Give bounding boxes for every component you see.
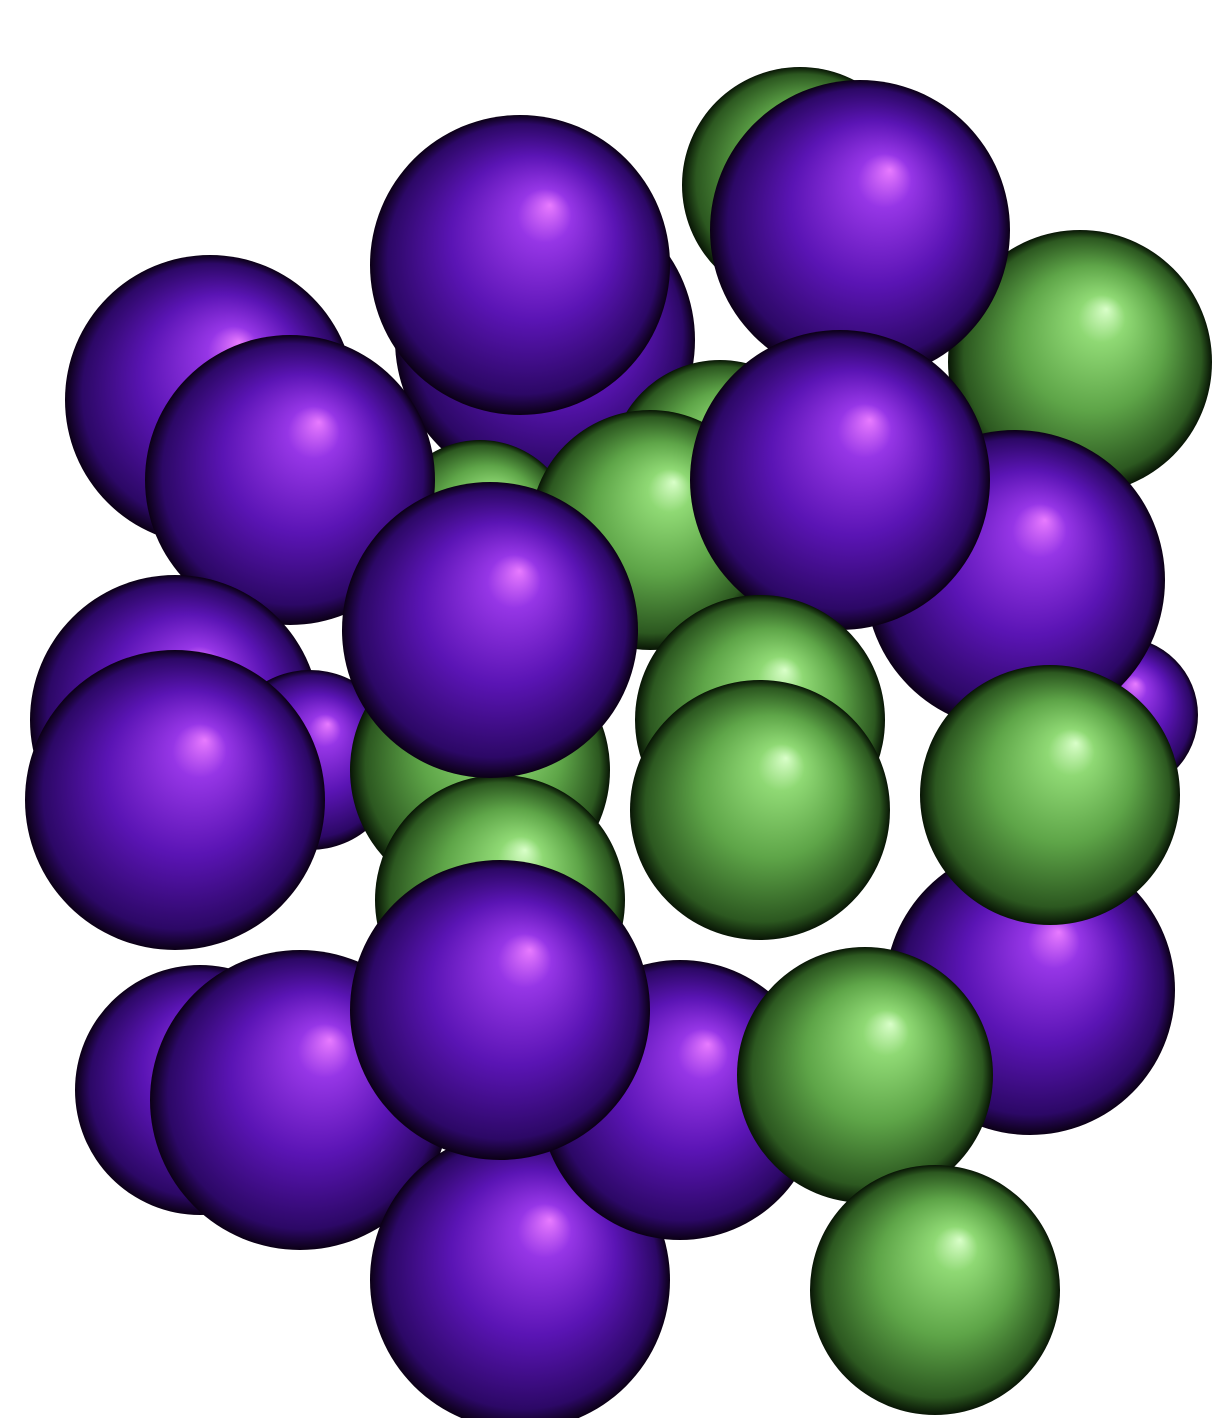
purple-atom <box>370 115 670 415</box>
green-atom <box>810 1165 1060 1415</box>
purple-atom <box>690 330 990 630</box>
green-atom <box>920 665 1180 925</box>
purple-atom <box>710 80 1010 380</box>
purple-atom <box>350 860 650 1160</box>
purple-atom <box>342 482 638 778</box>
green-atom <box>948 230 1212 494</box>
green-atom <box>630 680 890 940</box>
atoms-layer <box>25 67 1212 1418</box>
purple-atom <box>25 650 325 950</box>
purple-atom <box>145 335 435 625</box>
green-atom <box>737 947 993 1203</box>
